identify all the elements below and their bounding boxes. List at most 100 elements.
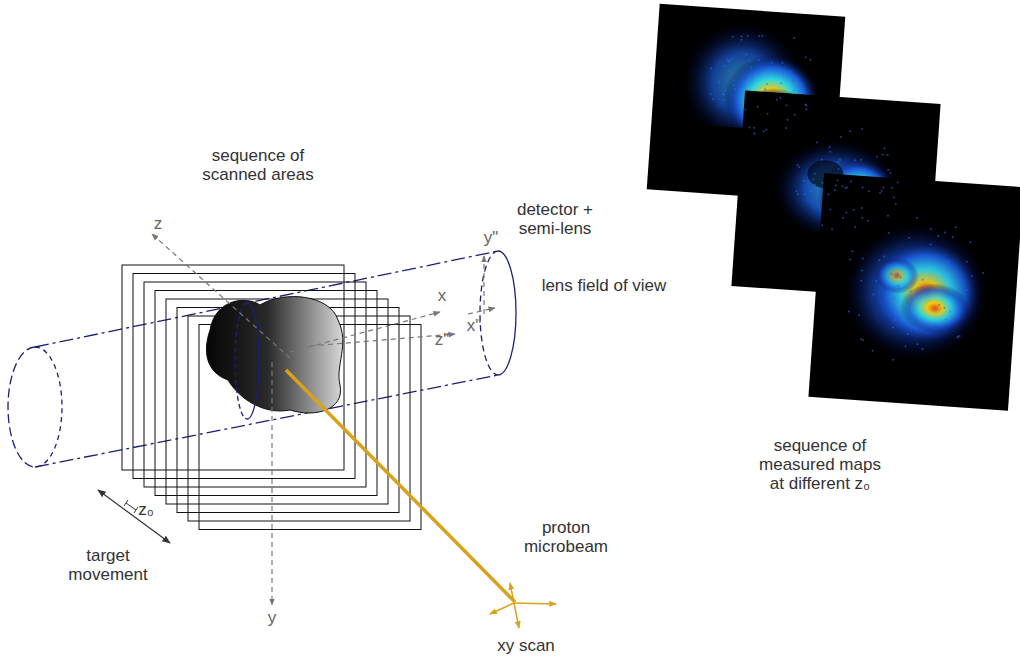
noise-dot: [914, 326, 916, 328]
noise-dot: [952, 236, 954, 238]
noise-dot: [845, 212, 847, 214]
noise-dot: [743, 84, 745, 86]
noise-dot: [732, 79, 734, 81]
noise-dot: [740, 39, 742, 41]
noise-dot: [758, 59, 760, 61]
noise-dot: [810, 190, 812, 192]
annotation: target movement: [58, 546, 158, 584]
noise-dot: [883, 256, 885, 258]
noise-dot: [841, 185, 843, 187]
noise-dot: [765, 90, 767, 92]
noise-dot: [951, 292, 953, 294]
noise-dot: [781, 62, 783, 64]
map-noise: [710, 35, 984, 361]
noise-dot: [867, 220, 869, 222]
noise-dot: [872, 350, 874, 352]
noise-dot: [822, 182, 824, 184]
annotation: xy scan: [481, 636, 571, 655]
xy-scan-cross: [490, 583, 556, 628]
noise-dot: [891, 290, 893, 292]
noise-dot: [723, 94, 725, 96]
noise-dot: [766, 113, 768, 115]
noise-dot: [785, 127, 787, 129]
noise-dot: [838, 168, 840, 170]
noise-dot: [812, 178, 814, 180]
axes: [152, 234, 495, 605]
noise-dot: [891, 273, 893, 275]
noise-dot: [922, 279, 924, 281]
noise-dot: [861, 217, 863, 219]
noise-dot: [908, 237, 910, 239]
noise-dot: [849, 130, 851, 132]
noise-dot: [873, 293, 875, 295]
annotation: detector + semi-lens: [500, 200, 610, 238]
noise-dot: [897, 182, 899, 184]
noise-dot: [955, 226, 957, 228]
noise-dot: [745, 53, 747, 55]
noise-dot: [805, 56, 807, 58]
noise-dot: [949, 311, 951, 313]
noise-dot: [766, 83, 768, 85]
noise-dot: [771, 62, 773, 64]
noise-dot: [814, 173, 816, 175]
noise-dot: [780, 82, 782, 84]
lens-field-of-view: [235, 251, 516, 419]
noise-dot: [860, 338, 862, 340]
movement-arrow: [98, 490, 170, 543]
noise-dot: [863, 169, 865, 171]
noise-dot: [858, 314, 860, 316]
noise-dot: [882, 187, 884, 189]
noise-dot: [821, 224, 823, 226]
noise-dot: [839, 159, 841, 161]
noise-dot: [878, 259, 880, 261]
noise-dot: [829, 208, 831, 210]
noise-dot: [794, 114, 796, 116]
noise-dot: [761, 35, 763, 37]
noise-dot: [722, 93, 724, 95]
noise-dot: [862, 339, 864, 341]
noise-dot: [895, 203, 897, 205]
noise-dot: [809, 59, 811, 61]
noise-dot: [930, 243, 932, 245]
noise-dot: [831, 228, 833, 230]
noise-dot: [729, 70, 731, 72]
noise-dot: [744, 108, 746, 110]
noise-dot: [966, 261, 968, 263]
axis-label: z": [430, 330, 454, 349]
annotation: sequence of measured maps at different z…: [750, 436, 890, 493]
lens-field-of-view: [8, 251, 498, 467]
axis-label: x": [462, 316, 486, 335]
noise-dot: [821, 159, 823, 161]
noise-dot: [747, 35, 749, 37]
noise-dot: [885, 296, 887, 298]
noise-dot: [921, 348, 923, 350]
annotation: sequence of scanned areas: [193, 146, 323, 184]
noise-dot: [860, 280, 862, 282]
noise-dot: [916, 293, 918, 295]
annotation: proton microbeam: [511, 518, 621, 556]
noise-dot: [749, 60, 751, 62]
noise-dot: [731, 58, 733, 60]
noise-dot: [733, 84, 735, 86]
noise-dot: [805, 108, 807, 110]
noise-dot: [836, 179, 838, 181]
noise-dot: [829, 146, 831, 148]
noise-dot: [892, 359, 894, 361]
axis-label: y": [479, 228, 503, 247]
noise-dot: [860, 159, 862, 161]
noise-dot: [782, 72, 784, 74]
noise-dot: [945, 319, 947, 321]
noise-dot: [971, 275, 973, 277]
noise-dot: [840, 136, 842, 138]
noise-dot: [969, 241, 971, 243]
noise-dot: [776, 99, 778, 101]
noise-dot: [882, 153, 884, 155]
noise-dot: [938, 304, 940, 306]
noise-dot: [796, 164, 798, 166]
noise-dot: [853, 209, 855, 211]
noise-dot: [944, 232, 946, 234]
noise-dot: [854, 226, 856, 228]
noise-dot: [718, 81, 720, 83]
noise-dot: [804, 193, 806, 195]
noise-dot: [792, 80, 794, 82]
